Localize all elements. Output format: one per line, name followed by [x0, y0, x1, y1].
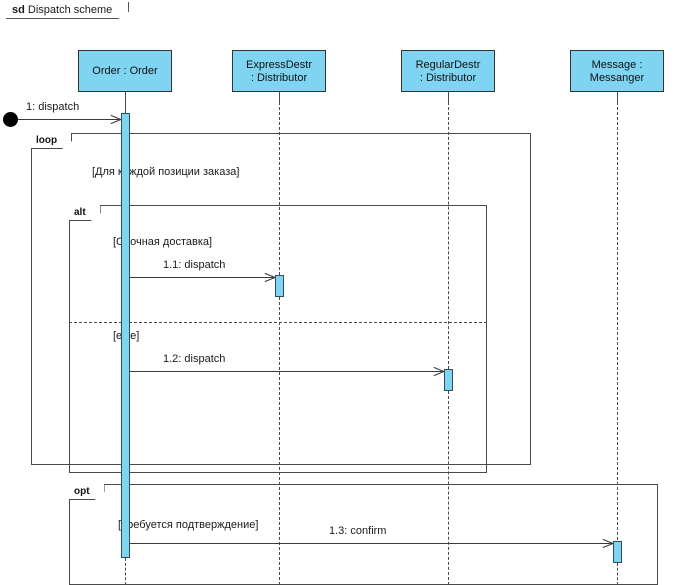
lifeline-stem-express: [279, 102, 280, 275]
lifeline-stem-order-top: [125, 92, 126, 115]
lifeline-stem-express-top: [279, 92, 280, 102]
frame-name: Dispatch scheme: [27, 4, 113, 16]
lifeline-head-order[interactable]: Order : Order: [78, 50, 172, 92]
message-11-line: [130, 277, 275, 278]
lifeline-head-messenger[interactable]: Message : Messanger: [570, 50, 664, 92]
lifeline-label-regular-line2: : Distributor: [419, 71, 477, 84]
activation-order: [121, 113, 130, 558]
lifeline-label-regular-line1: RegularDestr: [415, 58, 481, 71]
message-13-line: [130, 543, 613, 544]
lifeline-head-express[interactable]: ExpressDestr : Distributor: [232, 50, 326, 92]
fragment-opt-guard: [Требуется подтверждение]: [118, 519, 259, 531]
fragment-loop-operator-tab: loop: [31, 133, 72, 149]
message-12-line: [130, 371, 444, 372]
message-1-label: 1: dispatch: [26, 101, 80, 113]
fragment-loop-guard: [Для каждой позиции заказа]: [92, 166, 240, 178]
activation-messenger: [613, 541, 622, 563]
message-12-label: 1.2: dispatch: [163, 353, 226, 365]
lifeline-stem-messenger-top: [617, 92, 618, 102]
frame-keyword: sd: [12, 4, 25, 16]
start-node: [3, 112, 18, 127]
message-13-label: 1.3: confirm: [329, 525, 387, 537]
message-11-label: 1.1: dispatch: [163, 259, 226, 271]
lifeline-stem-regular: [448, 102, 449, 369]
lifeline-stem-messenger-lower: [617, 563, 618, 585]
lifeline-stem-regular-top: [448, 92, 449, 102]
fragment-alt-divider: [69, 322, 487, 323]
fragment-alt-operator-tab: alt: [69, 205, 101, 221]
fragment-opt-operator: opt: [74, 486, 90, 497]
lifeline-label-messenger-line2: Messanger: [589, 71, 645, 84]
lifeline-label-order-line1: Order : Order: [92, 65, 158, 77]
fragment-opt-operator-tab: opt: [69, 484, 105, 500]
activation-express: [275, 275, 284, 297]
lifeline-label-express-line1: ExpressDestr: [245, 58, 313, 71]
fragment-alt-guard-1: [Срочная доставка]: [113, 236, 213, 248]
lifeline-stem-regular-lower: [448, 391, 449, 585]
fragment-alt-operator: alt: [74, 207, 86, 218]
lifeline-stem-order-bottom: [125, 558, 126, 585]
fragment-loop[interactable]: [31, 133, 531, 465]
message-1-line: [18, 119, 121, 120]
lifeline-label-express-line2: : Distributor: [250, 71, 308, 84]
lifeline-stem-express-lower: [279, 297, 280, 585]
lifeline-head-regular[interactable]: RegularDestr : Distributor: [401, 50, 495, 92]
fragment-alt[interactable]: [69, 205, 487, 473]
fragment-loop-operator: loop: [36, 135, 58, 146]
lifeline-stem-messenger: [617, 102, 618, 540]
lifeline-label-messenger-line1: Message :: [591, 58, 643, 71]
frame-title-tab: sd Dispatch scheme: [6, 2, 129, 19]
activation-regular: [444, 369, 453, 391]
